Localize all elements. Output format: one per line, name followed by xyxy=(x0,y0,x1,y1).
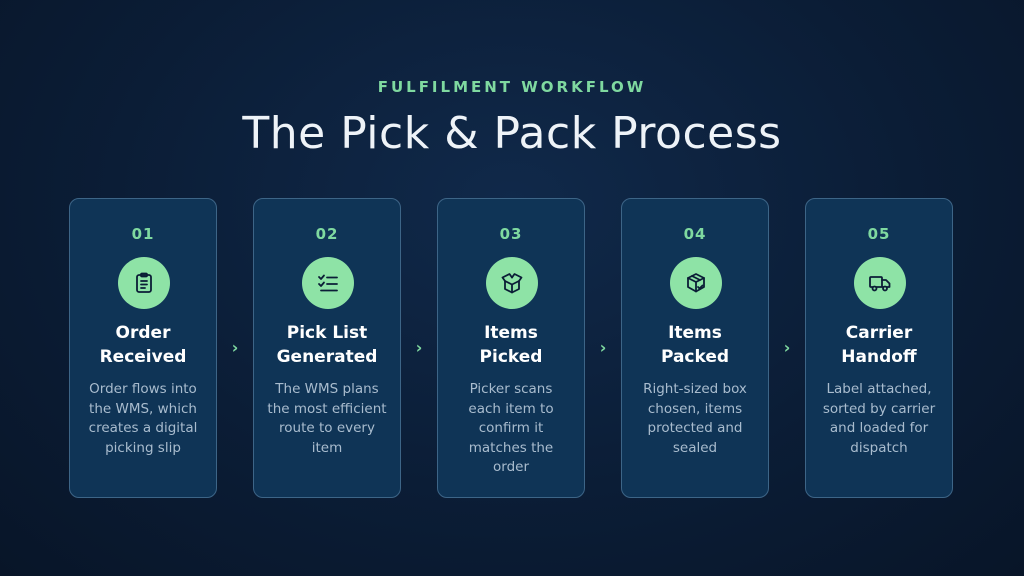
step-title: Pick List Generated xyxy=(276,323,378,367)
open-box-icon xyxy=(486,257,538,309)
eyebrow-label: FULFILMENT WORKFLOW xyxy=(377,78,647,96)
step-number: 05 xyxy=(867,225,891,243)
step-title: Carrier Handoff xyxy=(841,323,917,367)
truck-icon xyxy=(854,257,906,309)
step-card-4: 04 Items Packed Right-sized box chosen, … xyxy=(621,198,769,498)
step-title: Items Picked xyxy=(479,323,543,367)
step-description: Label attached, sorted by carrier and lo… xyxy=(822,381,936,456)
chevron-right-icon: › xyxy=(599,338,607,357)
process-steps: 01 Order Received Order flows into the W… xyxy=(69,198,955,500)
step-card-3: 03 Items Picked Picker scans each item t… xyxy=(437,198,585,498)
step-number: 04 xyxy=(683,225,707,243)
step-card-2: 02 Pick List Generated The WMS plans the… xyxy=(253,198,401,498)
chevron-right-icon: › xyxy=(783,338,791,357)
step-description: Picker scans each item to confirm it mat… xyxy=(468,381,554,475)
step-card-5: 05 Carrier Handoff Label attached, sorte… xyxy=(805,198,953,498)
step-number: 02 xyxy=(315,225,339,243)
clipboard-icon xyxy=(118,257,170,309)
step-description: Order flows into the WMS, which creates … xyxy=(88,381,198,456)
step-title: Order Received xyxy=(99,323,187,367)
chevron-right-icon: › xyxy=(415,338,423,357)
step-card-1: 01 Order Received Order flows into the W… xyxy=(69,198,217,498)
step-number: 01 xyxy=(131,225,155,243)
step-title: Items Packed xyxy=(660,323,730,367)
step-description: The WMS plans the most efficient route t… xyxy=(267,381,387,456)
page-title: The Pick & Pack Process xyxy=(242,108,782,159)
checklist-icon xyxy=(302,257,354,309)
chevron-right-icon: › xyxy=(231,338,239,357)
step-number: 03 xyxy=(499,225,523,243)
step-description: Right-sized box chosen, items protected … xyxy=(643,381,747,456)
packed-box-icon xyxy=(670,257,722,309)
